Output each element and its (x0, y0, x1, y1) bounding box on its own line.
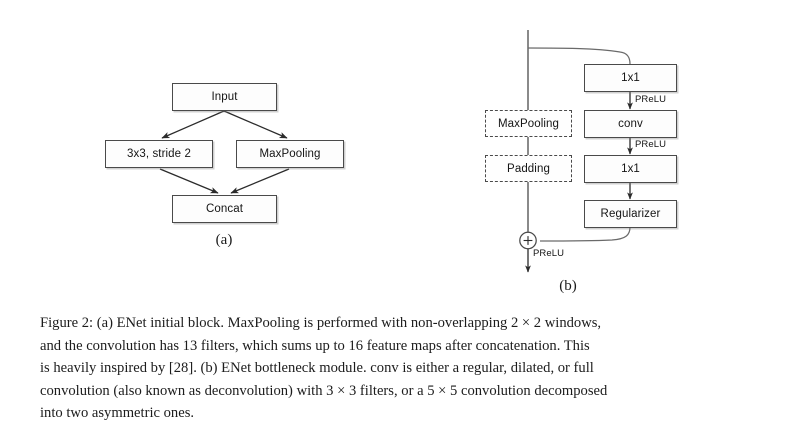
caption-line-5: into two asymmetric ones. (40, 405, 195, 421)
edge-input-to-maxpool (223, 110, 288, 139)
node-b-conv-1x1-out[interactable]: 1x1 (584, 155, 677, 183)
skip-branch-in (527, 47, 631, 65)
node-b-regularizer[interactable]: Regularizer (584, 200, 677, 228)
node-b-maxpooling[interactable]: MaxPooling (485, 110, 572, 137)
caption-line-3: is heavily inspired by [28]. (b) ENet bo… (40, 360, 594, 376)
caption-line-1: Figure 2: (a) ENet initial block. MaxPoo… (40, 315, 602, 331)
edge-label-prelu-2: PReLU (635, 139, 667, 150)
subfigure-label-a: (a) (215, 232, 233, 248)
node-concat[interactable]: Concat (172, 195, 277, 223)
node-conv-3x3-stride-2[interactable]: 3x3, stride 2 (105, 140, 213, 168)
edge-input-to-conv (161, 110, 225, 139)
edge-label-prelu-output: PReLU (533, 248, 565, 259)
sum-node-circle (519, 231, 537, 250)
node-maxpooling[interactable]: MaxPooling (236, 140, 344, 168)
node-b-conv[interactable]: conv (584, 110, 677, 138)
edge-conv-to-concat (159, 168, 219, 194)
skip-branch-out (539, 226, 631, 242)
edge-label-prelu-1: PReLU (635, 94, 667, 105)
node-b-conv-1x1-in[interactable]: 1x1 (584, 64, 677, 92)
caption-line-2: and the convolution has 13 filters, whic… (40, 337, 590, 354)
figure-caption: Figure 2: (a) ENet initial block. MaxPoo… (40, 312, 764, 425)
edge-maxpool-to-concat (230, 168, 290, 194)
caption-line-4: convolution (also known as deconvolution… (40, 382, 608, 399)
node-b-padding[interactable]: Padding (485, 155, 572, 182)
subfigure-label-b: (b) (559, 278, 577, 294)
node-input[interactable]: Input (172, 83, 277, 111)
